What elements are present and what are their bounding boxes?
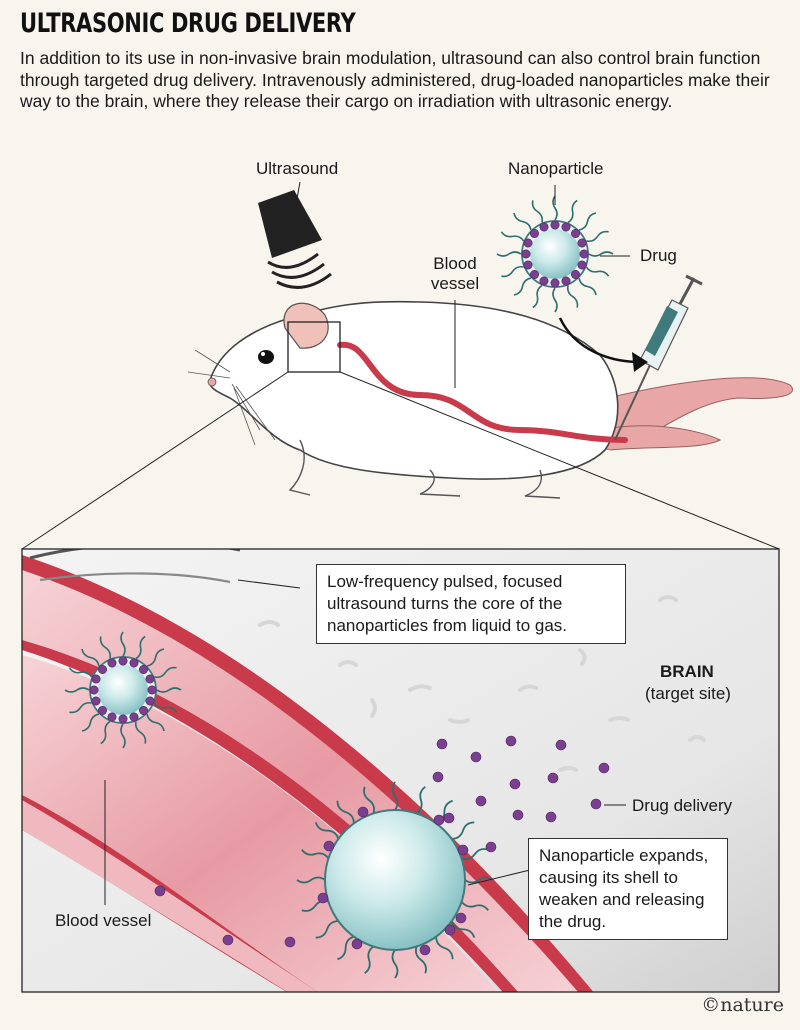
ultrasound-label: Ultrasound: [256, 159, 339, 178]
blood-vessel-label-top: Blood vessel: [430, 254, 480, 294]
drug-dots: [154, 735, 610, 948]
ultrasound-transducer-icon: [258, 190, 332, 289]
intro-text: In addition to its use in non-invasive b…: [20, 48, 770, 111]
callout-expands: Nanoparticle expands, causing its shell …: [528, 838, 728, 940]
target-site-label: (target site): [645, 684, 731, 703]
nanoparticle-label: Nanoparticle: [508, 159, 604, 178]
nanoparticle-top-icon: [496, 195, 614, 313]
callout-ultrasound-core: Low-frequency pulsed, focused ultrasound…: [316, 564, 626, 644]
blood-vessel-label-line1: Blood: [433, 254, 477, 273]
blood-vessel-label-bottom: Blood vessel: [55, 911, 152, 930]
figure-title: ULTRASONIC DRUG DELIVERY: [20, 8, 356, 39]
brain-label: BRAIN: [660, 662, 714, 681]
drug-delivery-label: Drug delivery: [632, 796, 733, 815]
blood-vessel-label-line2: vessel: [430, 274, 480, 293]
syringe-icon: [614, 274, 703, 441]
nature-credit: ©nature: [701, 994, 784, 1016]
drug-label: Drug: [640, 246, 677, 265]
expanding-nanoparticle-icon: [296, 781, 494, 979]
